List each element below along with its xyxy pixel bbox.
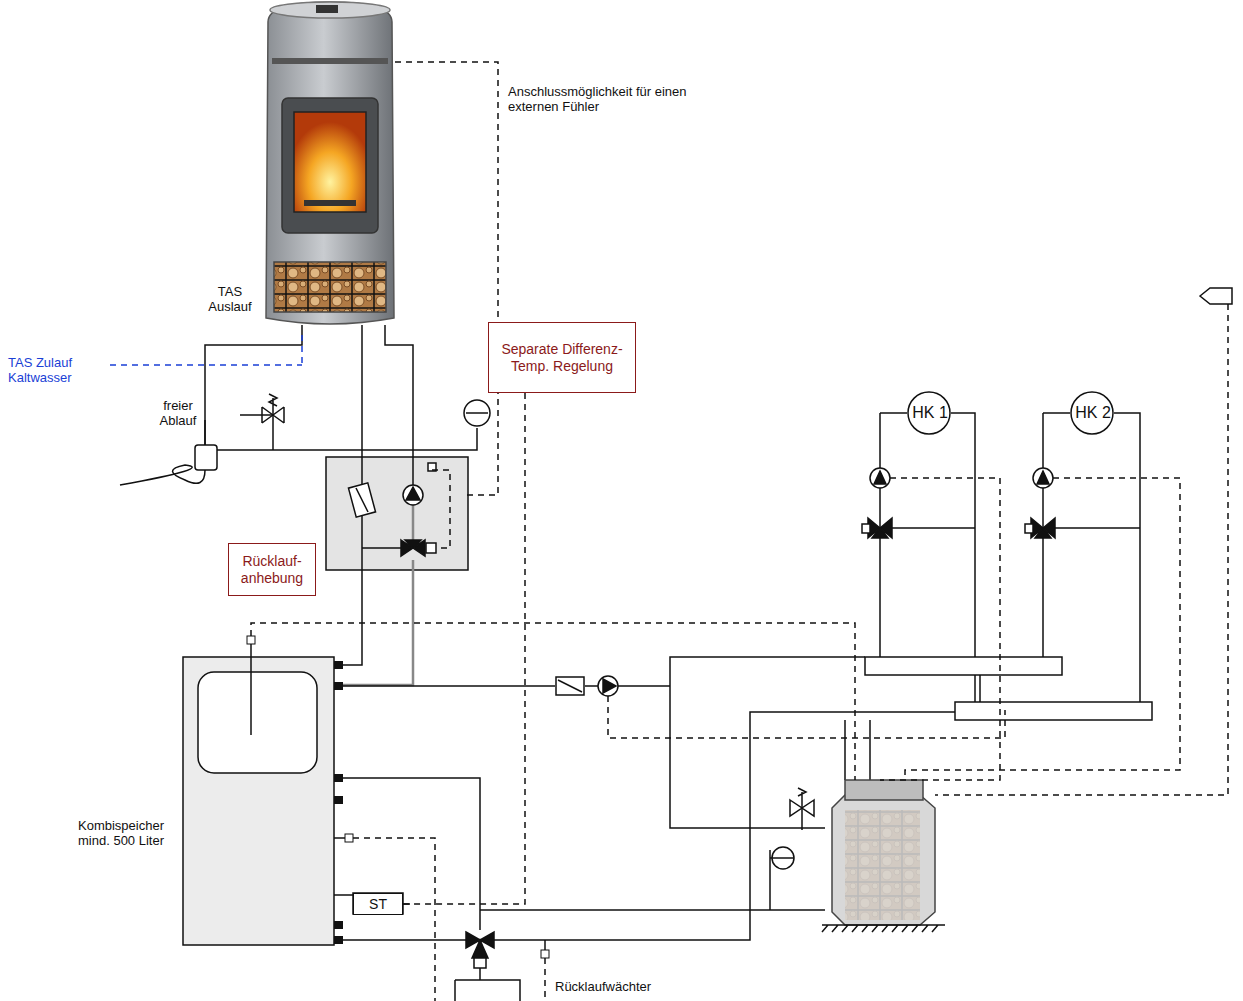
heating-circuit: HK 2 — [1070, 391, 1116, 435]
boiler — [822, 780, 945, 932]
sensor-box: ST — [353, 893, 403, 915]
pipe-label: freier Ablauf — [148, 398, 208, 428]
note-text: Anschlussmöglichkeit für einen externen … — [508, 84, 688, 114]
node-text: Separate Differenz-Temp. Regelung — [493, 341, 631, 373]
control-lines — [110, 62, 1180, 1001]
pipes — [205, 325, 1140, 940]
pipe-label: TAS Zulauf Kaltwasser — [8, 355, 118, 385]
stove — [266, 2, 394, 324]
heating-circuit: HK 1 — [907, 391, 953, 435]
node-text: ST — [369, 896, 387, 912]
control-wire — [403, 393, 525, 904]
node-text: HK 2 — [1075, 404, 1111, 422]
sensor-label: Rücklaufwächter — [555, 979, 695, 994]
pipe-label: TAS Auslauf — [200, 284, 260, 314]
controller-box: Separate Differenz-Temp. Regelung — [488, 322, 636, 393]
storage-tank — [183, 636, 353, 945]
node-text: Rücklauf- anhebung — [233, 553, 311, 585]
note-box: Rücklauf- anhebung — [228, 543, 316, 596]
symbols — [120, 288, 1232, 1001]
node-text: HK 1 — [912, 404, 948, 422]
pump-group — [326, 457, 468, 570]
tank-label: Kombispeicher mind. 500 Liter — [78, 818, 183, 848]
